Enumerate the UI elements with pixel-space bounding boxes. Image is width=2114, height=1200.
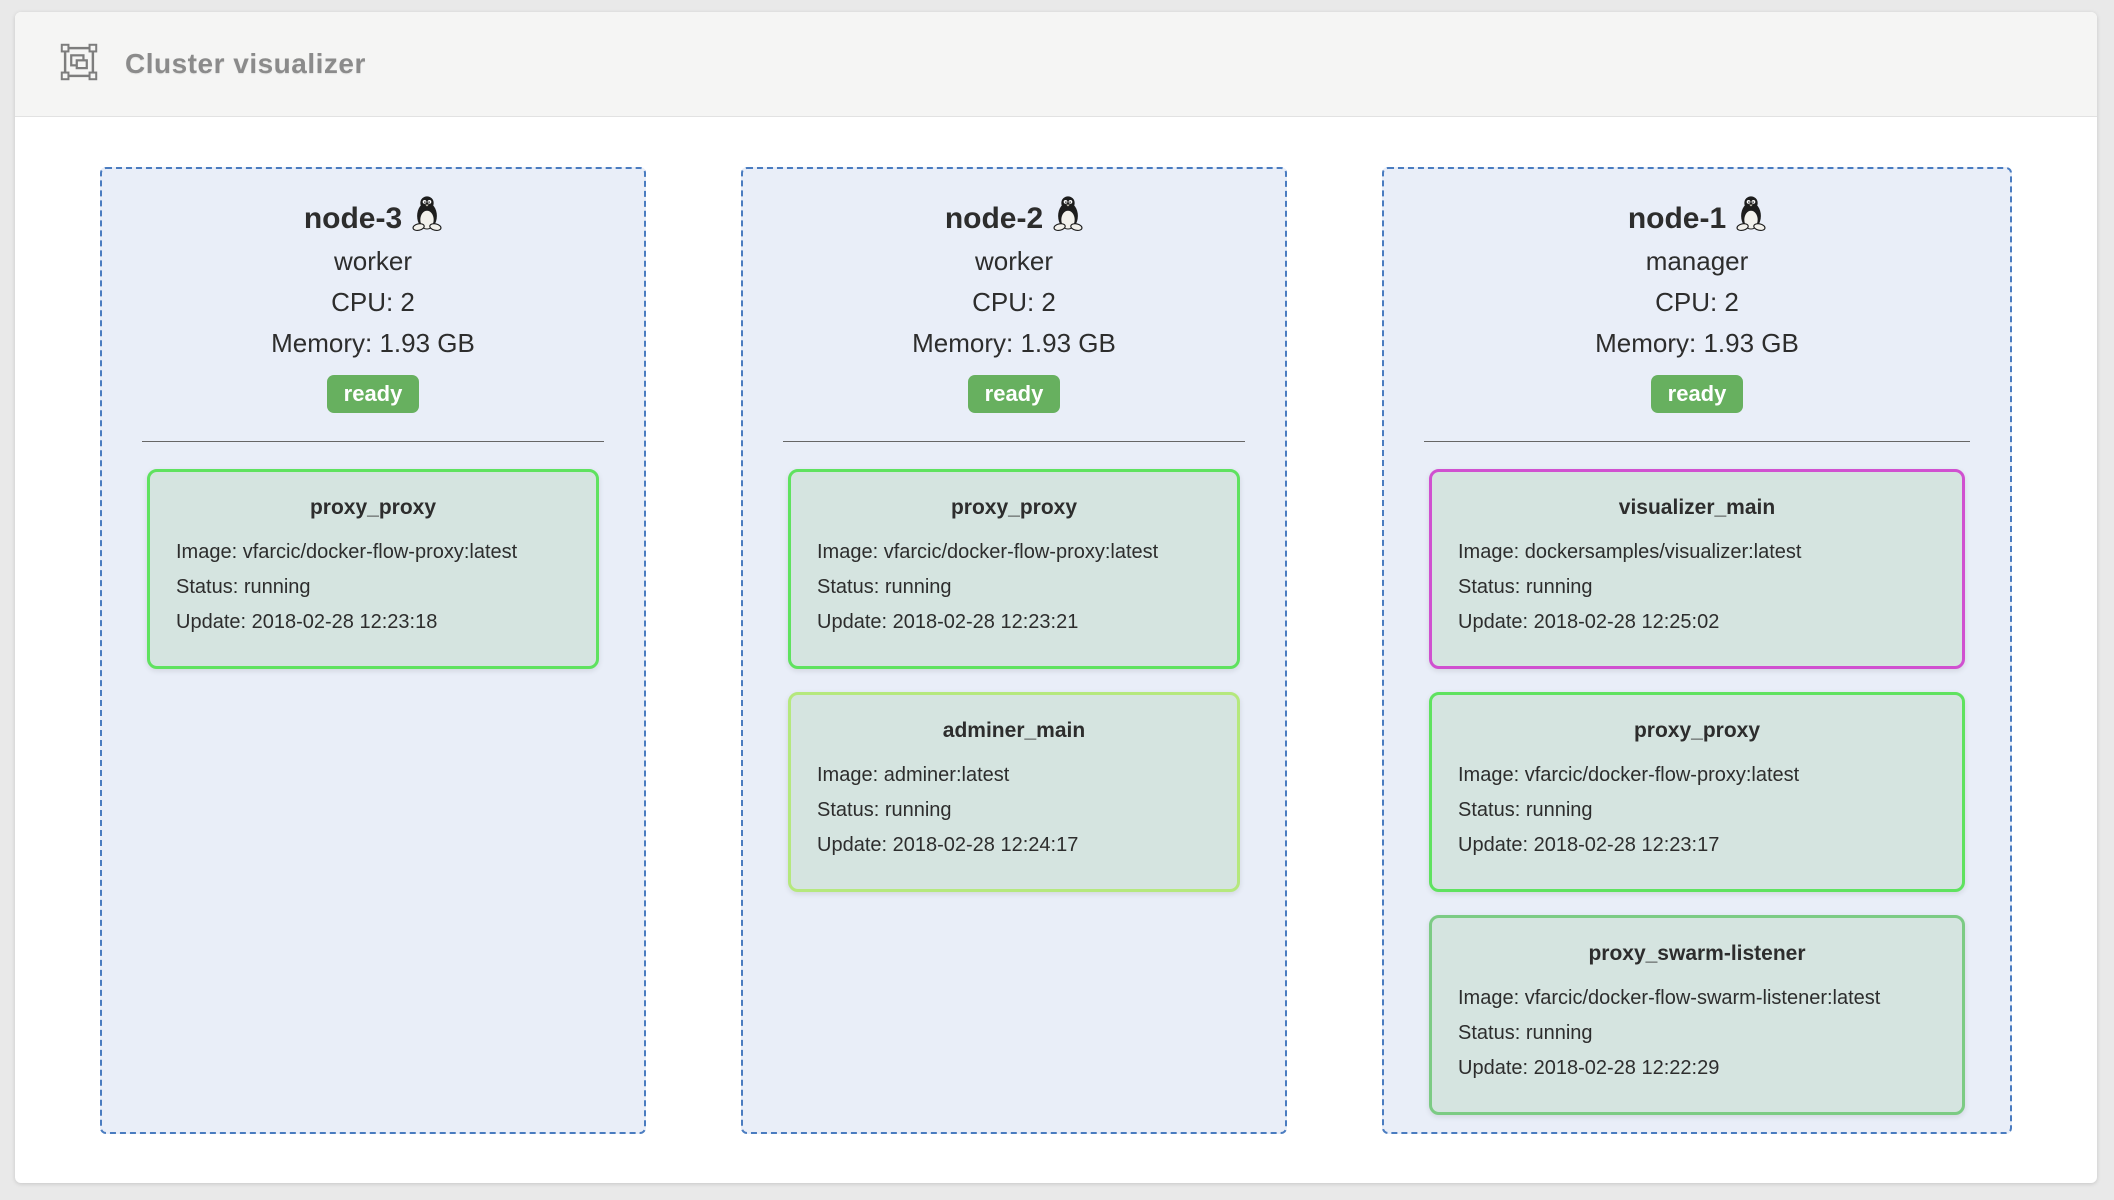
container-card: proxy_proxy Image: vfarcic/docker-flow-p… xyxy=(147,469,599,669)
node-status-row: ready xyxy=(102,375,644,417)
container-card: proxy_proxy Image: vfarcic/docker-flow-p… xyxy=(788,469,1240,669)
container-update: Update: 2018-02-28 12:23:21 xyxy=(817,611,1079,633)
node-name: node-1 xyxy=(1627,202,1727,235)
cluster-visualizer-icon xyxy=(59,42,99,87)
container-card: proxy_proxy Image: vfarcic/docker-flow-p… xyxy=(1429,692,1965,892)
app-header: Cluster visualizer xyxy=(15,12,2097,117)
node-status-badge: ready xyxy=(967,375,1061,413)
container-status: Status: running xyxy=(817,576,952,598)
container-name: visualizer_main xyxy=(1618,496,1776,519)
node-name-row: node-1 xyxy=(1384,195,2010,241)
container-name: proxy_proxy xyxy=(1633,719,1761,742)
visualizer-window: Cluster visualizer node-3 worke xyxy=(15,12,2097,1183)
container-name: proxy_proxy xyxy=(309,496,437,519)
container-image: Image: dockersamples/visualizer:latest xyxy=(1458,541,1802,563)
node-name: node-2 xyxy=(944,202,1044,235)
container-card: proxy_swarm-listener Image: vfarcic/dock… xyxy=(1429,915,1965,1115)
node-name-row: node-3 xyxy=(102,195,644,241)
node-status-badge: ready xyxy=(326,375,420,413)
node-status-row: ready xyxy=(1384,375,2010,417)
node-role: manager xyxy=(1645,246,1749,276)
node-role: worker xyxy=(974,246,1053,276)
node-divider xyxy=(783,441,1245,442)
node-cpu: CPU: 2 xyxy=(972,287,1056,317)
container-name: proxy_proxy xyxy=(950,496,1078,519)
node-memory: Memory: 1.93 GB xyxy=(271,328,475,358)
node-cpu: CPU: 2 xyxy=(1655,287,1739,317)
page-title: Cluster visualizer xyxy=(125,48,366,79)
node-role: worker xyxy=(333,246,412,276)
node-memory: Memory: 1.93 GB xyxy=(1595,328,1799,358)
node-panel: node-3 worker CPU: 2 Memory: 1.93 GB xyxy=(100,167,646,1134)
container-status: Status: running xyxy=(817,799,952,821)
node-name-row: node-2 xyxy=(743,195,1285,241)
node-panel: node-2 worker CPU: 2 Memory: 1.93 GB xyxy=(741,167,1287,1134)
node-status-row: ready xyxy=(743,375,1285,417)
container-update: Update: 2018-02-28 12:24:17 xyxy=(817,834,1079,856)
containers-list: visualizer_main Image: dockersamples/vis… xyxy=(1384,442,2010,1115)
node-panel: node-1 manager CPU: 2 Memory: 1.93 GB xyxy=(1382,167,2012,1134)
node-status-badge: ready xyxy=(1650,375,1744,413)
container-update: Update: 2018-02-28 12:23:17 xyxy=(1458,834,1720,856)
linux-tux-icon xyxy=(1736,195,1766,237)
container-status: Status: running xyxy=(1458,1022,1593,1044)
container-update: Update: 2018-02-28 12:25:02 xyxy=(1458,611,1720,633)
container-status: Status: running xyxy=(1458,799,1593,821)
node-name: node-3 xyxy=(303,202,403,235)
container-card: visualizer_main Image: dockersamples/vis… xyxy=(1429,469,1965,669)
container-image: Image: vfarcic/docker-flow-proxy:latest xyxy=(176,541,518,563)
node-divider xyxy=(142,441,604,442)
container-update: Update: 2018-02-28 12:23:18 xyxy=(176,611,438,633)
container-status: Status: running xyxy=(1458,576,1593,598)
linux-tux-icon xyxy=(412,195,442,237)
nodes-row: node-3 worker CPU: 2 Memory: 1.93 GB xyxy=(15,117,2097,1134)
linux-tux-icon xyxy=(1053,195,1083,237)
container-image: Image: vfarcic/docker-flow-proxy:latest xyxy=(817,541,1159,563)
container-card: adminer_main Image: adminer:latest Statu… xyxy=(788,692,1240,892)
containers-list: proxy_proxy Image: vfarcic/docker-flow-p… xyxy=(743,442,1285,892)
node-memory: Memory: 1.93 GB xyxy=(912,328,1116,358)
containers-list: proxy_proxy Image: vfarcic/docker-flow-p… xyxy=(102,442,644,669)
container-update: Update: 2018-02-28 12:22:29 xyxy=(1458,1057,1720,1079)
container-image: Image: adminer:latest xyxy=(817,764,1010,786)
node-divider xyxy=(1424,441,1970,442)
container-image: Image: vfarcic/docker-flow-proxy:latest xyxy=(1458,764,1800,786)
container-status: Status: running xyxy=(176,576,311,598)
container-name: adminer_main xyxy=(942,719,1086,742)
container-image: Image: vfarcic/docker-flow-swarm-listene… xyxy=(1458,987,1881,1009)
container-name: proxy_swarm-listener xyxy=(1588,942,1806,965)
node-cpu: CPU: 2 xyxy=(331,287,415,317)
